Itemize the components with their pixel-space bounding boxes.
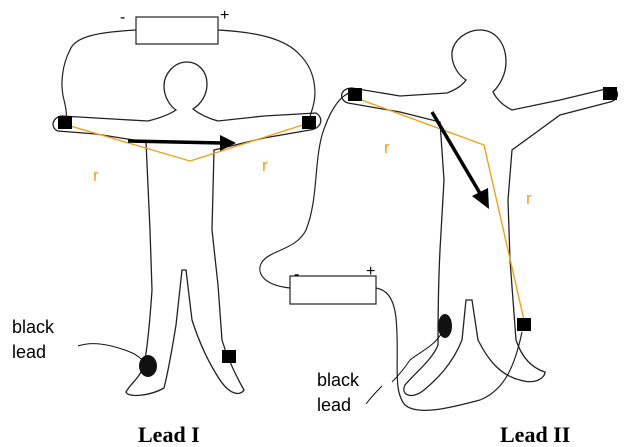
lead-2-black-lead-label-line2: lead — [317, 395, 351, 415]
lead-2-black-lead-label-line1: black — [317, 370, 360, 390]
lead-1-black-lead-label-line2: lead — [12, 342, 46, 362]
lead-2-panel: - + r r black lead Lead II — [259, 29, 619, 447]
lead-1-black-lead-label-line1: black — [12, 317, 55, 337]
lead-1-black-lead-wire — [77, 343, 146, 363]
lead-2-resistor-label-upper: r — [384, 138, 390, 157]
lead-2-vector-arrow-shaft — [430, 111, 483, 196]
lead-1-electrode-left-arm — [302, 116, 316, 129]
lead-1-resistor-label-left: r — [93, 166, 99, 185]
lead-2-vector-arrow-head — [472, 188, 489, 209]
lead-2-body-outline — [341, 29, 619, 397]
lead-1-black-lead-blob — [139, 355, 157, 377]
lead-2-caption: Lead II — [500, 422, 570, 447]
lead-2-electrode-left-arm — [603, 87, 617, 100]
lead-2-black-lead-wire — [391, 331, 443, 383]
lead-2-black-lead-blob — [438, 314, 452, 338]
lead-1-battery-plus: + — [220, 7, 229, 24]
lead-1-caption: Lead I — [138, 422, 200, 447]
lead-2-wire-leg — [375, 287, 523, 411]
lead-2-resistor-line-lower — [483, 144, 525, 321]
lead-2-battery-plus: + — [366, 263, 375, 280]
lead-1-body-outline — [52, 61, 322, 397]
lead-1-electrode-left-leg — [222, 350, 236, 363]
lead-2-resistor-label-lower: r — [526, 189, 532, 208]
lead-1-resistor-line-left — [66, 124, 191, 162]
lead-2-battery — [289, 275, 377, 305]
lead-2-wire-arm — [259, 91, 353, 289]
lead-1-battery-minus: - — [120, 9, 125, 26]
lead-1-wire-left — [61, 29, 137, 121]
lead-2-electrode-right-arm — [348, 88, 362, 101]
lead-1-wire-right — [217, 29, 316, 123]
lead-1-battery — [135, 16, 219, 45]
lead-2-label-tail — [365, 385, 383, 405]
lead-1-resistor-label-right: r — [262, 156, 268, 175]
lead-1-electrode-right-arm — [58, 116, 72, 129]
lead-1-vector-arrow-head — [220, 135, 236, 151]
lead-2-electrode-left-leg — [517, 318, 531, 331]
lead-1-vector-arrow-shaft — [127, 139, 223, 145]
lead-2-resistor-line-upper — [355, 97, 485, 146]
lead-2-battery-minus: - — [294, 266, 299, 283]
lead-1-panel: - + r r black lead Lead I — [12, 7, 322, 447]
lead-1-resistor-line-right — [189, 122, 310, 162]
